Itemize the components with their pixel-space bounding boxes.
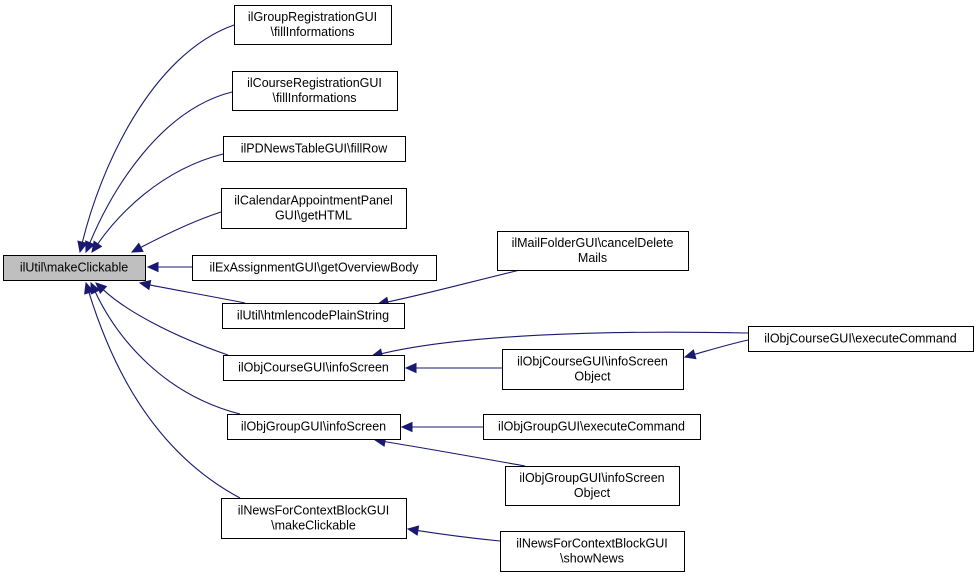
node-grpExec[interactable]: ilObjGroupGUI\executeCommand <box>483 414 701 440</box>
node-label: ilGroupRegistrationGUI <box>248 10 377 24</box>
edge-newsShow-to-newsMake <box>406 525 501 542</box>
edge-line <box>94 291 241 415</box>
arrowhead-icon <box>85 240 95 254</box>
edge-line <box>97 153 224 245</box>
arrowhead-icon <box>146 261 159 273</box>
node-label: ilMailFolderGUI\cancelDelete <box>512 236 674 250</box>
edge-newsMake-to-root <box>84 281 241 499</box>
node-box <box>748 326 974 352</box>
edge-grpReg-to-root <box>77 24 235 254</box>
node-label: ilExAssignmentGUI\getOverviewBody <box>209 261 419 275</box>
node-box <box>221 188 407 229</box>
arrowhead-icon <box>138 279 152 291</box>
node-htmlEnc[interactable]: ilUtil\htmlencodePlainString <box>222 303 405 329</box>
edge-line <box>694 339 749 355</box>
node-newsMake[interactable]: ilNewsForContextBlockGUI\makeClickable <box>221 498 407 539</box>
node-root-function[interactable]: ilUtil\makeClickable <box>3 255 146 281</box>
node-label: \makeClickable <box>271 519 356 533</box>
node-label: ilNewsForContextBlockGUI <box>516 537 667 551</box>
edge-crsReg-to-root <box>85 91 233 254</box>
edge-grpExec-to-grpInfo <box>400 421 483 433</box>
node-box <box>234 5 392 45</box>
node-label: GUI\getHTML <box>275 209 352 223</box>
arrowhead-icon <box>77 240 88 254</box>
node-grpInfo[interactable]: ilObjGroupGUI\infoScreen <box>227 414 401 440</box>
node-label: Object <box>574 370 611 384</box>
edge-line <box>149 284 246 304</box>
arrowhead-icon <box>406 525 420 536</box>
node-label: \fillInformations <box>270 25 354 39</box>
node-label: ilObjCourseGUI\executeCommand <box>764 332 956 346</box>
arrowhead-icon <box>683 349 697 360</box>
edge-line <box>140 211 222 248</box>
edge-line <box>387 269 521 303</box>
node-box <box>502 349 684 390</box>
node-label: ilObjCourseGUI\infoScreen <box>238 361 389 375</box>
arrowhead-icon <box>404 362 417 374</box>
node-label: ilObjGroupGUI\executeCommand <box>498 420 685 434</box>
edge-calApp-to-root <box>130 211 222 253</box>
node-label: ilObjGroupGUI\infoScreen <box>241 420 386 434</box>
node-exAss[interactable]: ilExAssignmentGUI\getOverviewBody <box>192 255 437 281</box>
node-label: ilUtil\makeClickable <box>20 261 128 275</box>
node-box <box>192 255 437 281</box>
edge-line <box>381 331 749 355</box>
edge-htmlEnc-to-root <box>138 279 246 304</box>
node-box <box>221 498 407 539</box>
arrowhead-icon <box>400 421 413 433</box>
node-label: Mails <box>578 251 607 265</box>
arrowhead-icon <box>95 282 108 295</box>
node-label: \showNews <box>560 552 624 566</box>
edge-grpInfo-to-root <box>90 281 241 415</box>
node-label: ilUtil\htmlencodePlainString <box>237 309 389 323</box>
edge-crsInfo-to-root <box>95 282 229 356</box>
edge-line <box>89 91 233 243</box>
arrowhead-icon <box>130 242 144 253</box>
node-box <box>483 414 701 440</box>
node-label: ilCourseRegistrationGUI <box>247 76 382 90</box>
node-label: ilObjGroupGUI\infoScreen <box>519 471 664 485</box>
node-grpReg[interactable]: ilGroupRegistrationGUI\fillInformations <box>234 5 392 45</box>
edge-line <box>384 441 526 467</box>
node-box <box>227 414 401 440</box>
edge-grpInfoObj-to-grpInfo <box>373 436 526 467</box>
node-label: ilPDNewsTableGUI\fillRow <box>241 142 389 156</box>
node-pdNews[interactable]: ilPDNewsTableGUI\fillRow <box>223 136 406 162</box>
node-crsInfo[interactable]: ilObjCourseGUI\infoScreen <box>223 355 405 381</box>
node-newsShow[interactable]: ilNewsForContextBlockGUI\showNews <box>500 531 685 572</box>
node-box <box>223 355 405 381</box>
node-box <box>497 231 689 271</box>
node-label: ilCalendarAppointmentPanel <box>234 194 392 208</box>
arrowhead-icon <box>91 240 103 253</box>
edge-exAss-to-root <box>146 261 193 273</box>
node-box <box>3 255 146 281</box>
node-crsExec[interactable]: ilObjCourseGUI\executeCommand <box>748 326 974 352</box>
node-box <box>222 303 405 329</box>
node-box <box>232 71 398 111</box>
node-label: \fillInformations <box>272 91 356 105</box>
edges-layer <box>77 24 749 542</box>
edge-line <box>102 289 229 356</box>
node-box <box>500 531 685 572</box>
arrowhead-icon <box>84 281 95 295</box>
edge-line <box>81 24 235 243</box>
edge-line <box>88 292 241 499</box>
node-crsReg[interactable]: ilCourseRegistrationGUI\fillInformations <box>232 71 398 111</box>
edge-crsExec-to-crsInfoObj <box>683 339 749 360</box>
node-box <box>223 136 406 162</box>
edge-line <box>417 530 501 542</box>
node-box <box>505 466 680 506</box>
node-label: ilNewsForContextBlockGUI <box>238 504 389 518</box>
node-label: ilObjCourseGUI\infoScreen <box>517 355 668 369</box>
edge-crsInfoObj-to-crsInfo <box>404 362 502 374</box>
edge-pdNews-to-root <box>91 153 224 253</box>
nodes-layer: ilUtil\makeClickable ilGroupRegistrationG… <box>3 5 974 572</box>
node-label: Object <box>574 486 611 500</box>
